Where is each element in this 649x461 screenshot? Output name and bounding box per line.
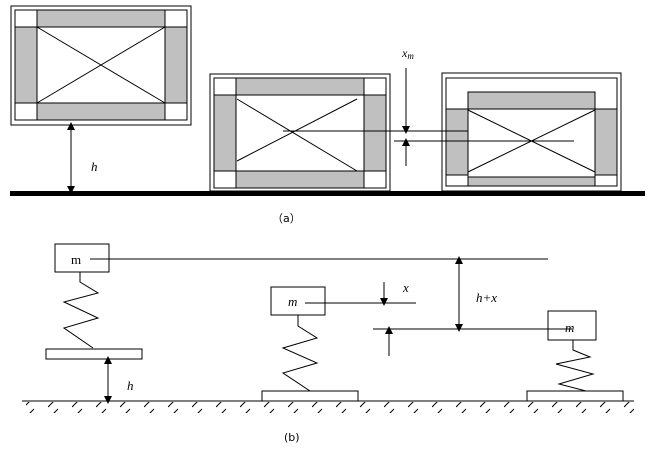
mass-label-3: m xyxy=(565,320,574,335)
spring-3 xyxy=(555,340,595,392)
caption-b: (b) xyxy=(284,431,300,444)
base-plate-2 xyxy=(261,390,359,402)
ground-hatch xyxy=(26,402,634,413)
cushion-pad-bottom xyxy=(36,102,166,121)
mass-label-2: m xyxy=(288,294,297,309)
compression-label: x xyxy=(402,280,409,295)
cushion-pad-top xyxy=(36,9,166,28)
spring-2 xyxy=(281,315,319,392)
drop-height-label-b: h xyxy=(127,378,134,393)
package-box-impact xyxy=(209,73,391,192)
mass-block-1 xyxy=(54,243,110,273)
mass-block-3 xyxy=(547,310,597,341)
package-box-compressed xyxy=(441,72,622,192)
base-plate-3 xyxy=(526,390,624,402)
cushion-pad-left xyxy=(14,26,38,104)
caption-a: （a） xyxy=(272,212,301,225)
ground-bar xyxy=(10,191,645,196)
xm-label: xm xyxy=(401,46,414,61)
total-displacement-label: h+x xyxy=(476,290,497,305)
base-plate-1 xyxy=(45,348,143,360)
drop-height-label: h xyxy=(91,159,98,174)
spring-1 xyxy=(62,272,100,349)
mass-label-1: m xyxy=(71,252,81,267)
package-box-suspended xyxy=(10,5,192,126)
cushion-pad-right xyxy=(164,26,188,104)
mass-block-2 xyxy=(270,286,326,316)
